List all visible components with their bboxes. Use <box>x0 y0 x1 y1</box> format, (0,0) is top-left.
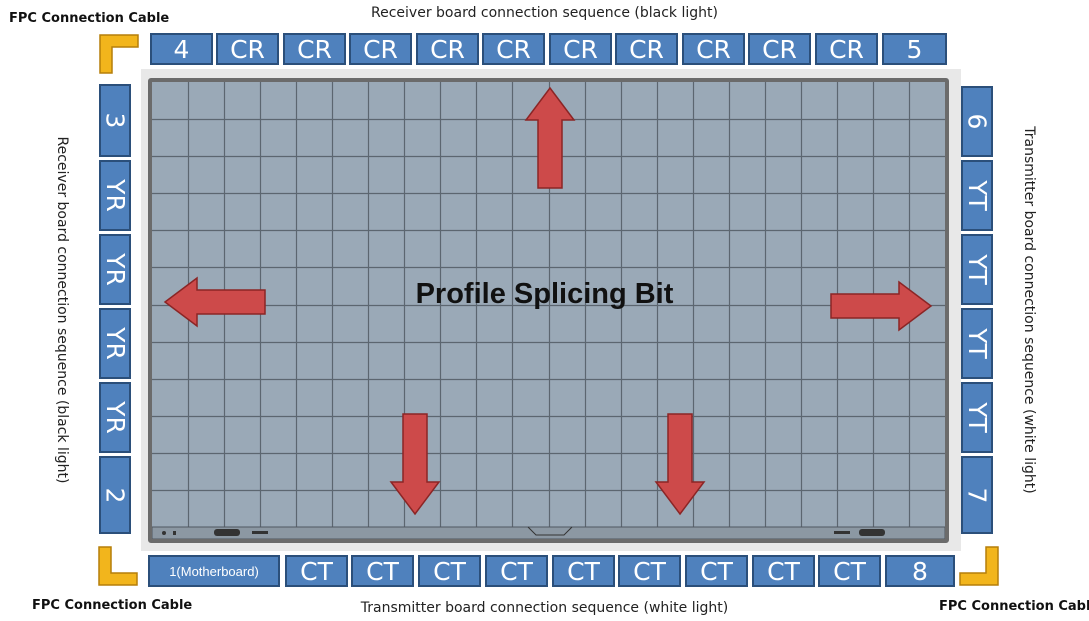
bottom-tile-right-end: 8 <box>885 555 955 587</box>
bottom-tile-ct: CT <box>351 555 414 587</box>
left-tile-top-end: 3 <box>99 84 131 157</box>
bottom-tile-ct: CT <box>685 555 748 587</box>
right-tile-yt: YT <box>961 160 993 231</box>
arrow-down-icon <box>654 413 706 516</box>
top-tile-cr: CR <box>682 33 745 65</box>
right-tile-yt: YT <box>961 234 993 305</box>
bottom-tile-ct: CT <box>485 555 548 587</box>
bottom-tile-ct: CT <box>552 555 615 587</box>
top-tile-cr: CR <box>482 33 545 65</box>
bottom-tile-ct: CT <box>818 555 881 587</box>
panel-center-label: Profile Splicing Bit <box>415 278 674 310</box>
arrow-up-icon <box>524 86 576 189</box>
top-tile-left-end: 4 <box>150 33 213 65</box>
fpc-cable-icon <box>98 546 138 586</box>
top-tile-cr: CR <box>615 33 678 65</box>
right-tile-top-end: 6 <box>961 86 993 157</box>
top-tile-cr: CR <box>349 33 412 65</box>
arrow-down-icon <box>389 413 441 516</box>
top-tile-right-end: 5 <box>882 33 947 65</box>
fpc-label-top-left: FPC Connection Cable <box>9 11 170 26</box>
left-tile-yr: YR <box>99 160 131 231</box>
left-tile-yr: YR <box>99 382 131 453</box>
right-tile-bottom-end: 7 <box>961 456 993 534</box>
arrow-left-icon <box>163 276 266 328</box>
fpc-cable-icon <box>959 546 999 586</box>
top-tile-cr: CR <box>283 33 346 65</box>
left-tile-bottom-end: 2 <box>99 456 131 534</box>
bottom-tile-ct: CT <box>418 555 481 587</box>
bottom-tile-ct: CT <box>285 555 348 587</box>
top-tile-cr: CR <box>216 33 279 65</box>
bottom-tile-motherboard: 1(Motherboard) <box>148 555 280 587</box>
top-tile-cr: CR <box>815 33 878 65</box>
fpc-cable-icon <box>99 34 139 74</box>
fpc-label-bottom-left: FPC Connection Cable <box>32 598 193 613</box>
left-tile-yr: YR <box>99 308 131 379</box>
fpc-label-bottom-right: FPC Connection Cable <box>939 599 1089 614</box>
bottom-tile-ct: CT <box>752 555 815 587</box>
top-tile-cr: CR <box>549 33 612 65</box>
right-tile-yt: YT <box>961 308 993 379</box>
top-tile-cr: CR <box>748 33 811 65</box>
right-tile-yt: YT <box>961 382 993 453</box>
top-tile-cr: CR <box>416 33 479 65</box>
arrow-right-icon <box>830 280 933 332</box>
top-sequence-label: Receiver board connection sequence (blac… <box>371 5 718 21</box>
left-tile-yr: YR <box>99 234 131 305</box>
bottom-tile-ct: CT <box>618 555 681 587</box>
bottom-sequence-label: Transmitter board connection sequence (w… <box>360 600 729 616</box>
